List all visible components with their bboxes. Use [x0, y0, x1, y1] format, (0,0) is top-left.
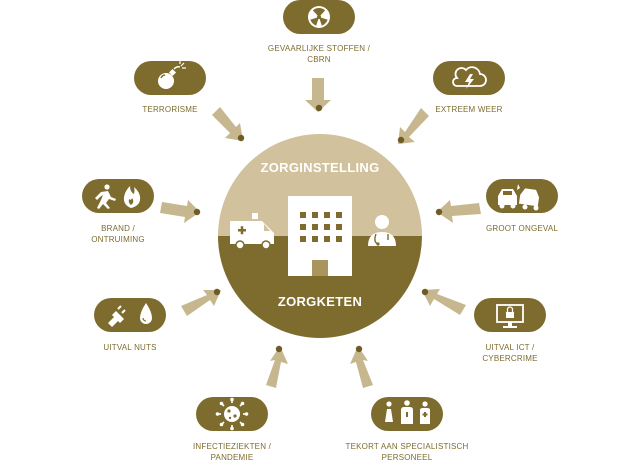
threat-fire: BRAND / ONTRUIMING [82, 179, 154, 244]
virus-icon [215, 397, 249, 431]
threat-cbrn-line-1: GEVAARLIJKE STOFFEN / [268, 44, 371, 53]
threat-pandemic: INFECTIEZIEKTEN / PANDEMIE [193, 397, 272, 462]
doctor-icon [368, 215, 396, 246]
arrow-utilities [181, 290, 221, 316]
threat-fire-line-2: ONTRUIMING [91, 235, 145, 244]
plug-water-icon [108, 303, 152, 327]
threat-pandemic-line-1: INFECTIEZIEKTEN / [193, 442, 272, 451]
arrow-cbrn [305, 78, 331, 112]
care-chain-label: ZORGKETEN [278, 294, 362, 309]
threat-cbrn-line-2: CBRN [307, 55, 330, 64]
threat-pandemic-line-2: PANDEMIE [211, 453, 254, 462]
threat-accident-line-1: GROOT ONGEVAL [486, 224, 558, 233]
threat-weather: EXTREEM WEER [433, 61, 505, 114]
threat-staff-line-1: TEKORT AAN SPECIALISTISCH [346, 442, 469, 451]
threat-cbrn: GEVAARLIJKE STOFFEN / CBRN [268, 0, 371, 64]
hospital-building-icon [288, 196, 352, 276]
arrow-weather [398, 108, 429, 144]
storm-cloud-icon [452, 66, 487, 89]
arrow-ict [422, 289, 466, 315]
threat-arrows [160, 78, 481, 388]
arrow-accident [437, 200, 481, 223]
threat-fire-line-1: BRAND / [101, 224, 135, 233]
threat-ict-line-1: UITVAL ICT / [486, 343, 536, 352]
center-circle: ZORGINSTELLING ZORGKETEN [218, 134, 422, 338]
care-institution-label: ZORGINSTELLING [260, 160, 379, 175]
threat-utilities-line-1: UITVAL NUTS [103, 343, 156, 352]
arrow-dots [193, 104, 443, 353]
threat-terror-line-1: TERRORISME [142, 105, 197, 114]
threat-utilities: UITVAL NUTS [94, 298, 166, 352]
medical-staff-icon [385, 400, 430, 424]
threat-ict: UITVAL ICT / CYBERCRIME [474, 298, 546, 363]
threat-weather-line-1: EXTREEM WEER [435, 105, 502, 114]
threat-staff-line-2: PERSONEEL [382, 453, 433, 462]
threat-terror: TERRORISME [134, 61, 206, 114]
radiation-icon [308, 6, 330, 28]
bomb-icon [158, 61, 186, 89]
locked-monitor-icon [496, 304, 524, 328]
arrow-pandemic [266, 346, 288, 388]
threat-ict-line-2: CYBERCRIME [482, 354, 537, 363]
threat-staff: TEKORT AAN SPECIALISTISCH PERSONEEL [346, 397, 469, 462]
arrow-terror [212, 107, 243, 141]
car-crash-icon [498, 184, 540, 211]
arrow-staff [350, 346, 373, 388]
threat-accident: GROOT ONGEVAL [486, 179, 558, 233]
running-fire-icon [95, 184, 141, 209]
ambulance-icon [230, 213, 274, 250]
arrow-fire [160, 200, 200, 223]
